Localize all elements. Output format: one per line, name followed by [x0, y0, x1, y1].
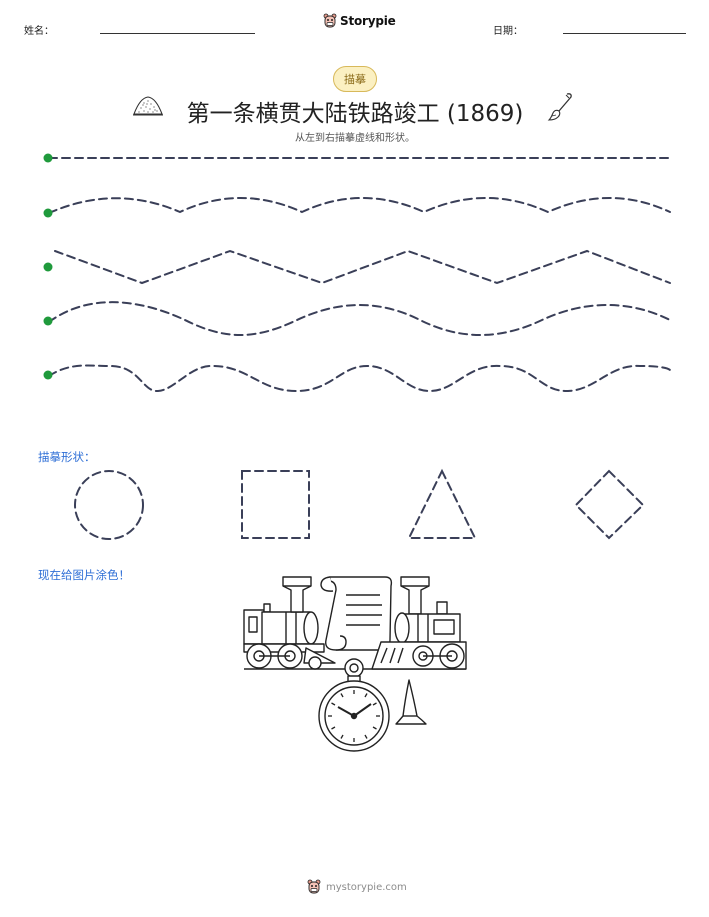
train-left-icon[interactable] [243, 576, 336, 670]
footer-url[interactable]: mystorypie.com [326, 881, 407, 893]
trace-line-arc-wave[interactable] [48, 197, 671, 214]
tracing-lines-area [43, 153, 671, 393]
trace-line-smooth-wave[interactable] [48, 364, 671, 393]
shapes-section-label: 描摹形状： [38, 450, 96, 464]
start-dot [43, 316, 53, 326]
storypie-mascot-icon [307, 879, 321, 894]
start-dot [43, 370, 53, 380]
start-dot [43, 208, 53, 218]
coloring-section-label: 现在给图片涂色！ [38, 568, 130, 582]
coloring-illustration[interactable] [238, 572, 474, 756]
trace-diamond[interactable] [574, 469, 645, 540]
trace-line-sine-wave[interactable] [48, 301, 671, 336]
instructions-text: 从左到右描摹虚线和形状。 [295, 133, 415, 144]
date-label: 日期： [493, 26, 523, 37]
name-field-line[interactable] [100, 33, 255, 34]
trace-badge: 描摹 [333, 66, 377, 92]
page-title: 第一条横贯大陆铁路竣工 (1869) [186, 101, 524, 127]
date-field-line[interactable] [563, 33, 686, 34]
train-right-icon[interactable] [371, 576, 467, 670]
trace-square[interactable] [241, 470, 310, 539]
start-dot [43, 153, 53, 163]
pocket-watch-icon[interactable] [318, 658, 390, 752]
trace-line-zigzag[interactable] [54, 249, 671, 285]
trace-shapes-area [74, 468, 645, 540]
storypie-mascot-icon [323, 13, 337, 28]
brush-icon [547, 93, 572, 121]
brand-name: Storypie [340, 14, 396, 28]
start-dot [43, 262, 53, 272]
storypie-logo: Storypie [323, 13, 396, 29]
footer: mystorypie.com [307, 879, 407, 895]
trace-circle[interactable] [74, 470, 144, 540]
scroll-icon[interactable] [320, 576, 393, 651]
golden-spike-icon[interactable] [395, 679, 427, 725]
sand-pile-icon [133, 96, 163, 116]
name-label: 姓名： [24, 26, 54, 37]
trace-triangle[interactable] [407, 468, 477, 539]
